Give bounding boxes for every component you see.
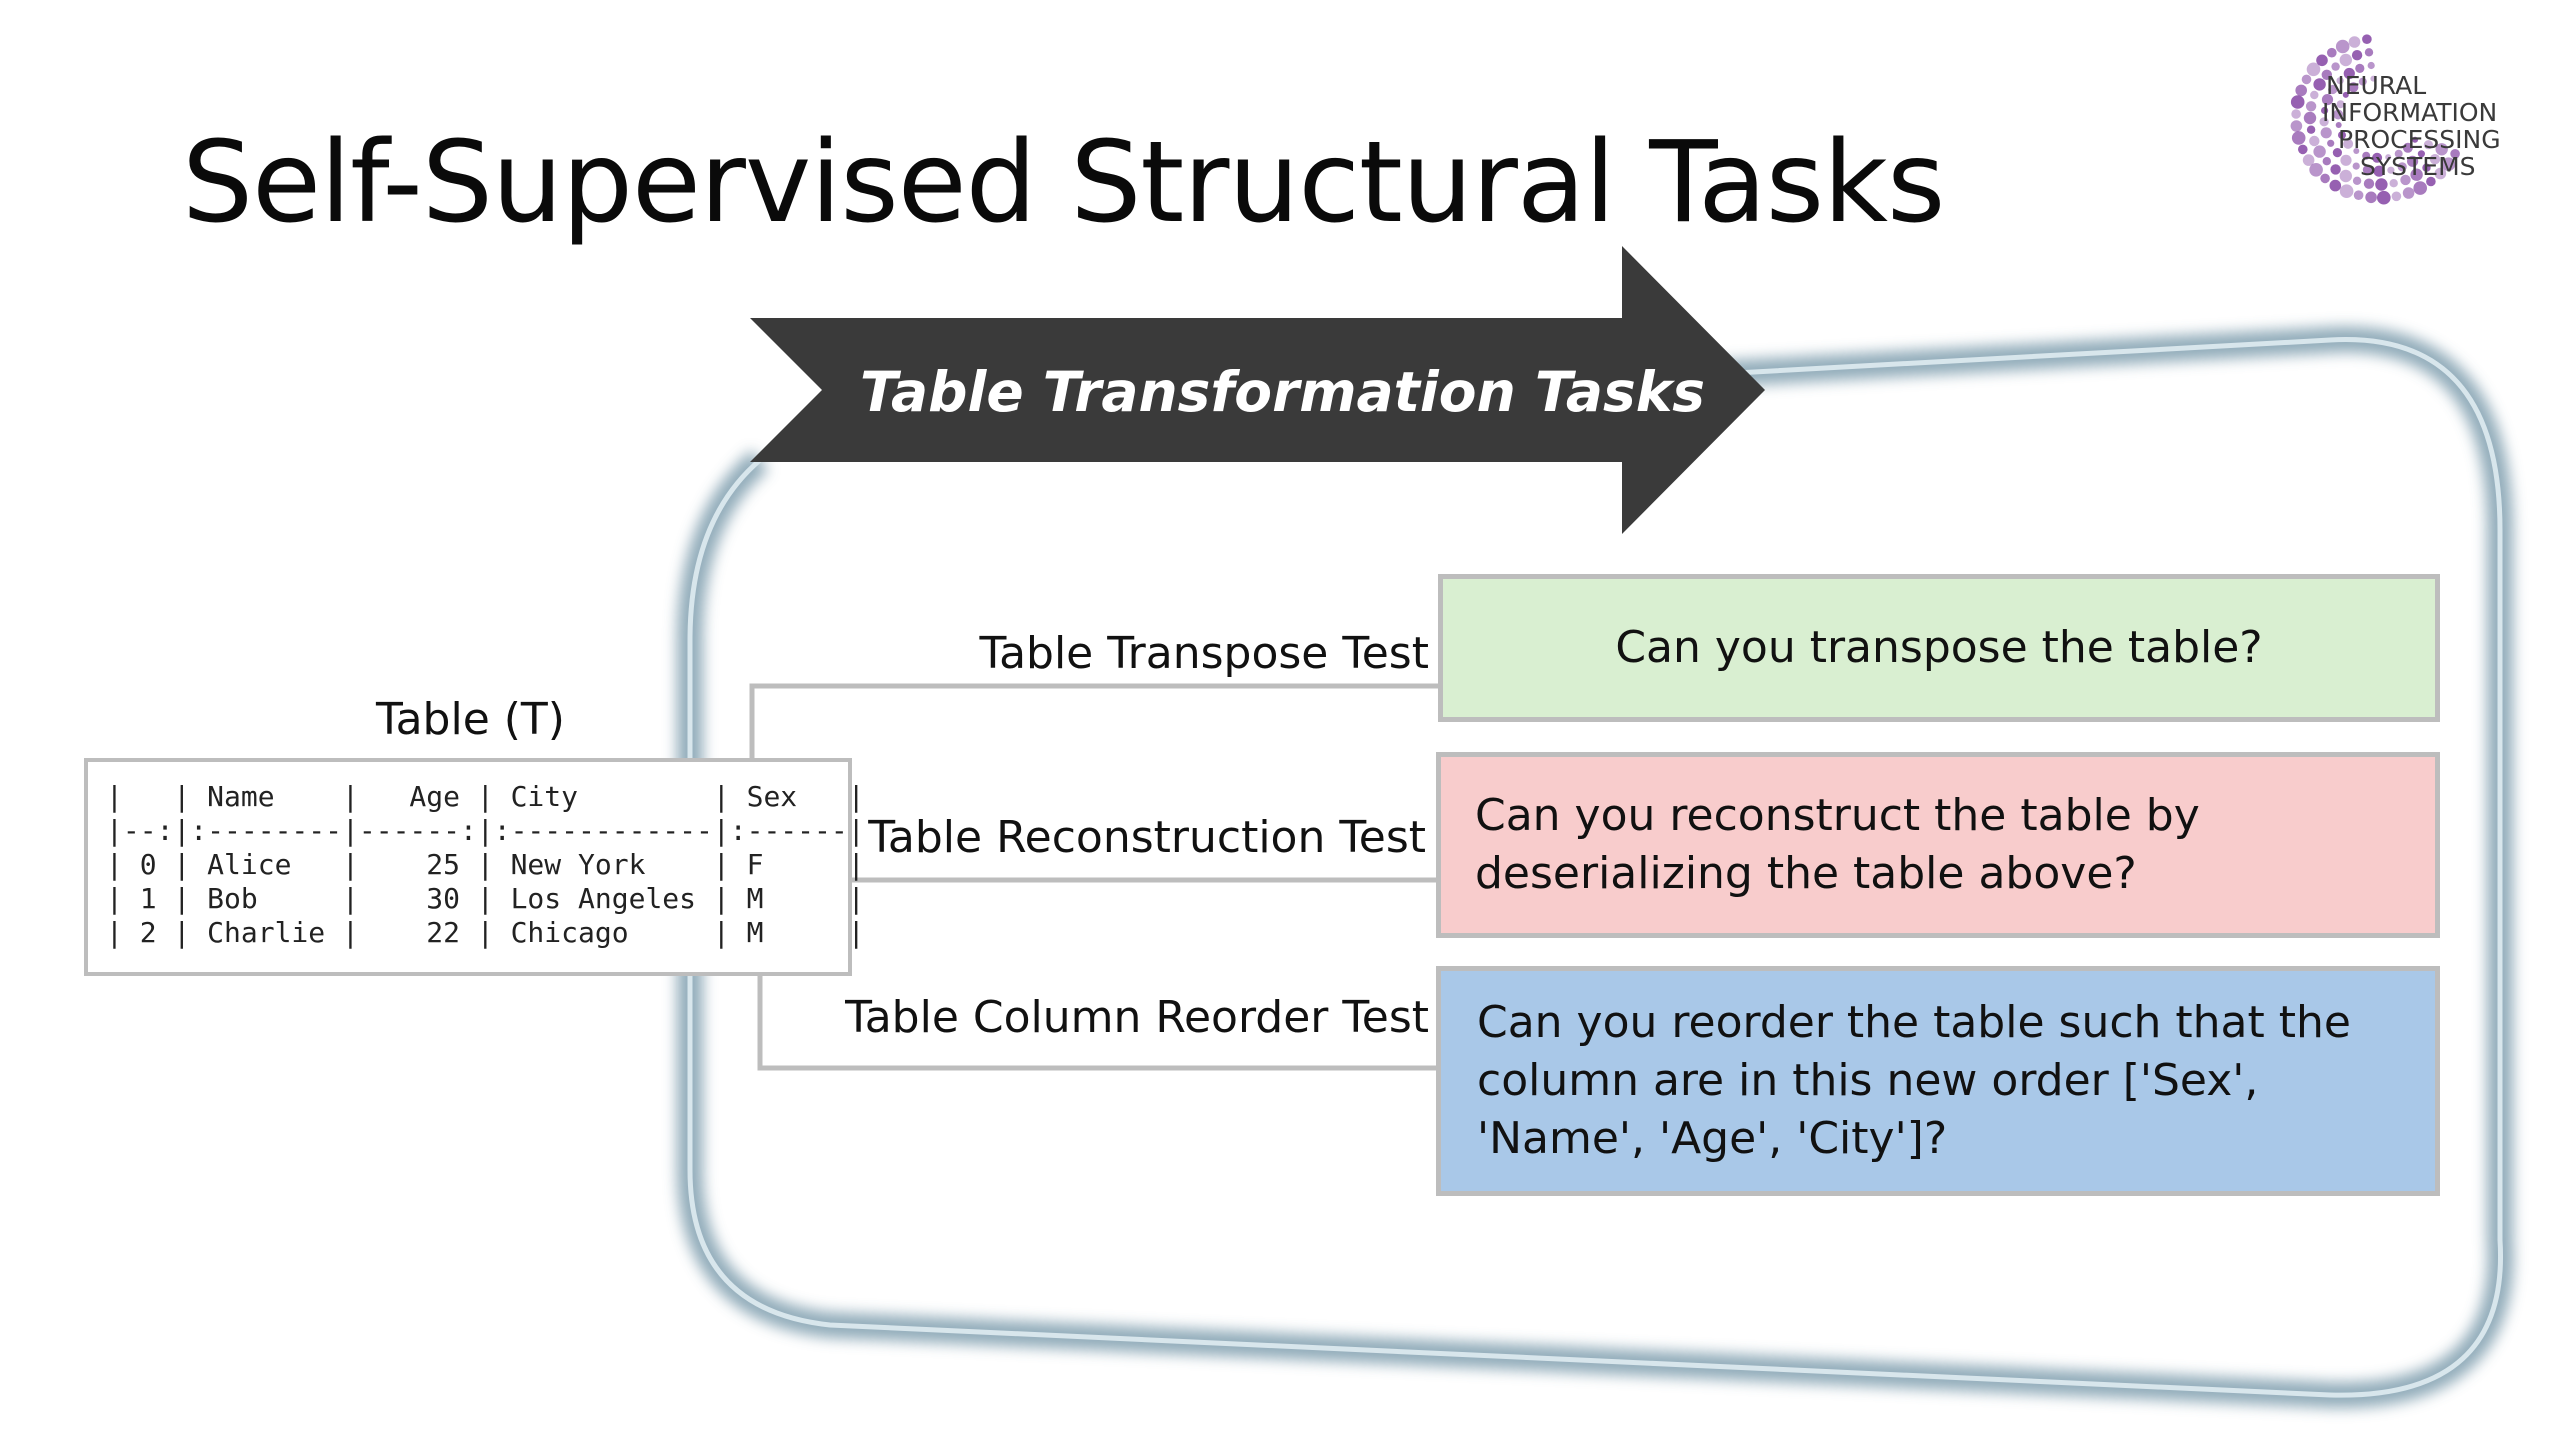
table-caption: Table (T) (376, 694, 565, 745)
neurips-logo-dots-icon (2290, 34, 2460, 205)
logo-line: SYSTEMS (2360, 152, 2476, 181)
reconstruction-question: Can you reconstruct the table by deseria… (1475, 790, 2200, 899)
table-markdown: | | Name | Age | City | Sex | |--:|:----… (106, 780, 865, 949)
transpose-question: Can you transpose the table? (1615, 622, 2263, 673)
connector-reorder (757, 976, 1438, 1071)
logo-line: PROCESSING (2338, 125, 2501, 154)
reconstruction-question-box: Can you reconstruct the table by deseria… (1436, 752, 2440, 938)
column-reorder-test-label: Table Column Reorder Test (845, 992, 1429, 1043)
connector-transpose (749, 683, 1440, 780)
tasks-frame (677, 326, 2514, 1409)
logo-line: INFORMATION (2322, 98, 2498, 127)
neurips-logo: NEURAL INFORMATION PROCESSING SYSTEMS (2322, 72, 2501, 180)
transformation-arrow (750, 246, 1765, 534)
logo-line: NEURAL (2326, 71, 2427, 100)
connector-lines (749, 683, 1440, 1071)
transpose-question-box: Can you transpose the table? (1438, 574, 2440, 722)
example-table: | | Name | Age | City | Sex | |--:|:----… (84, 758, 865, 976)
page-title: Self-Supervised Structural Tasks (182, 118, 1945, 248)
transpose-test-label: Table Transpose Test (979, 628, 1429, 679)
reconstruction-test-label: Table Reconstruction Test (868, 812, 1426, 863)
column-reorder-question-box: Can you reorder the table such that the … (1436, 966, 2440, 1196)
arrow-label: Table Transformation Tasks (860, 360, 1706, 424)
column-reorder-question: Can you reorder the table such that the … (1477, 997, 2351, 1164)
